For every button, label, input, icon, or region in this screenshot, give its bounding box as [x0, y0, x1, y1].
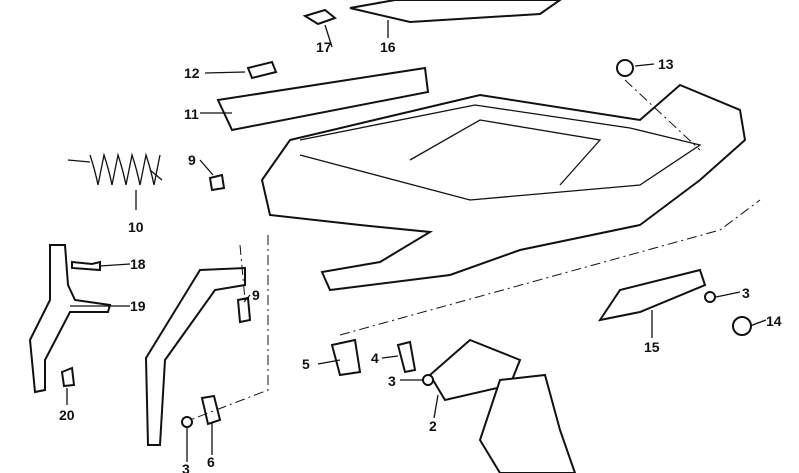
part-5-clip — [330, 338, 362, 377]
label-16: 16 — [380, 39, 396, 55]
label-14: 14 — [766, 313, 782, 329]
label-3-bottom: 3 — [182, 461, 190, 473]
label-4: 4 — [371, 350, 379, 366]
part-13-knob — [616, 59, 634, 77]
label-11: 11 — [184, 106, 199, 122]
label-17: 17 — [316, 39, 332, 55]
label-18: 18 — [130, 256, 146, 272]
part-20-screw — [60, 366, 76, 388]
part-16-panel — [349, 0, 562, 24]
part-17-pin — [302, 8, 338, 26]
part-6-clip — [200, 394, 222, 426]
part-9-screw — [208, 173, 226, 192]
part-10-spring — [67, 152, 163, 186]
part-3-washer — [181, 416, 193, 428]
part-4-screw — [396, 340, 417, 374]
label-20: 20 — [59, 407, 75, 423]
label-12: 12 — [184, 65, 200, 81]
part-12-clip — [246, 60, 278, 80]
part-14-knob — [732, 316, 752, 336]
part-11-hinge — [216, 66, 430, 132]
label-9-top: 9 — [188, 152, 196, 168]
label-6: 6 — [207, 454, 215, 470]
support-arm — [144, 266, 246, 446]
glove-box-tray — [260, 83, 747, 292]
label-5: 5 — [302, 356, 310, 372]
handle — [478, 373, 577, 473]
label-3-center: 3 — [388, 373, 396, 389]
label-13: 13 — [658, 56, 674, 72]
label-10: 10 — [128, 219, 144, 235]
part-19-bracket — [28, 244, 112, 394]
part-15-strap — [597, 268, 707, 322]
label-15: 15 — [644, 339, 660, 355]
label-9-mid: 9 — [252, 287, 260, 303]
label-3-right: 3 — [742, 285, 750, 301]
part-18-screw — [71, 260, 101, 272]
label-19: 19 — [130, 298, 146, 314]
label-2: 2 — [429, 418, 437, 434]
